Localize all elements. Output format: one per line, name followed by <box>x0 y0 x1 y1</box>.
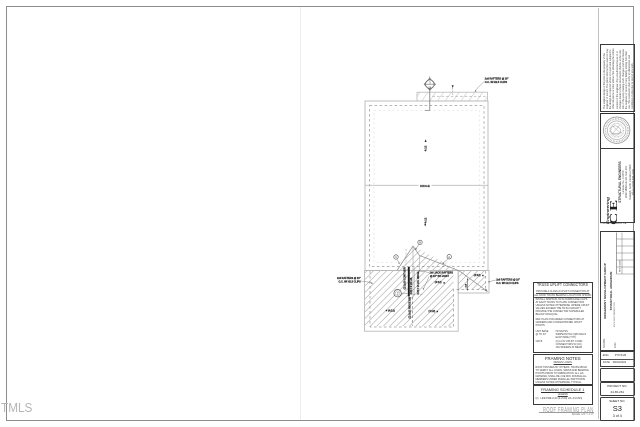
svg-text:2x6 RAFTERS @ 16": 2x6 RAFTERS @ 16" <box>485 78 509 81</box>
svg-text:4:12: 4:12 <box>424 145 428 151</box>
svg-text:1x6 JACK RAFTERS: 1x6 JACK RAFTERS <box>430 271 454 274</box>
svg-text:4:12: 4:12 <box>423 217 427 223</box>
svg-text:RIDGE: RIDGE <box>420 184 430 188</box>
svg-text:(4:12): (4:12) <box>388 309 395 312</box>
svg-text:3: 3 <box>429 80 431 84</box>
svg-text:(4:12): (4:12) <box>474 274 481 277</box>
svg-text:@ 16" BO JOIST: @ 16" BO JOIST <box>430 275 449 278</box>
svg-text:(4:12): (4:12) <box>429 310 436 313</box>
svg-text:(2) 2x10 CONT HDR: (2) 2x10 CONT HDR <box>404 267 407 289</box>
svg-text:(4:12): (4:12) <box>435 281 442 284</box>
svg-text:REV # DATE: REV # DATE <box>618 259 621 272</box>
svg-text:O.C. W/ H2.5 CLIPS: O.C. W/ H2.5 CLIPS <box>496 282 519 285</box>
svg-text:O.C. W/ H2.5 CLIPS: O.C. W/ H2.5 CLIPS <box>338 281 361 284</box>
svg-text:O.C. W/ H2.5 CLIPS: O.C. W/ H2.5 CLIPS <box>485 81 508 84</box>
svg-text:2: 2 <box>397 292 399 296</box>
svg-text:2x6 RAFTERS @ 16": 2x6 RAFTERS @ 16" <box>337 277 361 280</box>
svg-text:2x6: 2x6 <box>465 283 467 287</box>
svg-text:S4: S4 <box>428 85 432 89</box>
svg-text:A: A <box>448 255 450 259</box>
svg-text:B: B <box>419 241 421 245</box>
svg-text:C: C <box>395 255 397 259</box>
svg-text:2-PLY 14 LVL RIDGE: 2-PLY 14 LVL RIDGE <box>417 271 420 294</box>
svg-text:2x6 RAFTERS @ 16": 2x6 RAFTERS @ 16" <box>496 279 520 282</box>
svg-text:2-PLY 9 1/2 LVL: 2-PLY 9 1/2 LVL <box>410 276 413 294</box>
svg-text:(2) 2x12 RIDGE BM: (2) 2x12 RIDGE BM <box>409 297 412 319</box>
